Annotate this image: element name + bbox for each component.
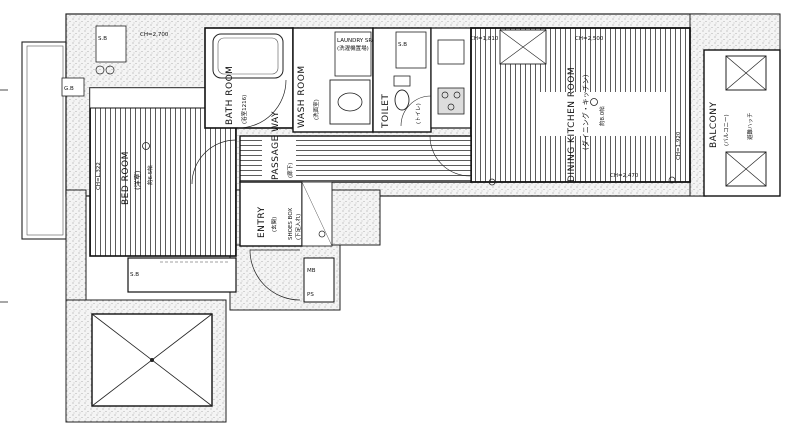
- balcony: BALCONY (バルコニー) 避難ハッチ: [703, 49, 781, 197]
- shoes-box-jp: (下足入れ): [295, 214, 302, 240]
- bed-room-jp: (洋室): [133, 170, 142, 190]
- bed-room-ceiling: CH=L.322: [96, 162, 102, 190]
- dk-area: 約8.0帖: [598, 106, 606, 126]
- ch-top1: CH=1,810: [470, 36, 499, 42]
- gb-label: G.B: [64, 86, 74, 92]
- kitchen-counter: [430, 27, 472, 129]
- toilet-jp: (トイレ): [416, 103, 422, 124]
- wash-room-jp: (洗面室): [312, 99, 320, 120]
- toilet-label: TOILET: [381, 94, 391, 129]
- bath-room-label: BATH ROOM: [225, 66, 235, 125]
- mb-label: MB: [307, 268, 316, 274]
- dk-jp: (ダイニング・キッチン): [581, 74, 590, 150]
- kitchen-sink-icon: [437, 39, 465, 65]
- passage-way: PASSAGE WAY (廊下): [239, 111, 472, 183]
- dk-ceiling: CH=1,920: [676, 131, 682, 160]
- toilet-icon: [394, 89, 410, 111]
- entry-label: ENTRY: [257, 206, 267, 238]
- hatch-label: 避難ハッチ: [746, 112, 754, 140]
- bed-room-label: BED ROOM: [121, 151, 131, 205]
- laundry-jp: (洗濯機置場): [337, 44, 369, 52]
- void-shaft: [91, 313, 213, 407]
- ps-label: PS: [307, 292, 314, 298]
- bed-room-area: 約6.5帖: [146, 165, 154, 185]
- dining-kitchen: DINING KITCHEN ROOM (ダイニング・キッチン) 約8.0帖 C…: [470, 27, 691, 183]
- sink-icon: [337, 92, 363, 112]
- dk-label: DINING KITCHEN ROOM: [567, 67, 577, 182]
- laundry-label: LAUNDRY SPACE: [337, 38, 383, 44]
- ch-top2: CH=2,500: [575, 36, 604, 42]
- balcony-jp: (バルコニー): [723, 114, 730, 146]
- ch-dk2: CH=2,470: [610, 173, 639, 179]
- balcony-label: BALCONY: [709, 102, 719, 148]
- entry: ENTRY (玄関) SHOES BOX (下足入れ) MB PS: [239, 181, 335, 303]
- closet-sb-label: S.B: [130, 272, 139, 278]
- passage-label: PASSAGE WAY: [271, 111, 281, 180]
- entry-jp: (玄関): [270, 217, 278, 232]
- wash-room: WASH ROOM (洗面室) LAUNDRY SPACE (洗濯機置場): [292, 27, 383, 133]
- wash-room-label: WASH ROOM: [297, 65, 307, 128]
- sb-label: S.B: [98, 36, 107, 42]
- ceiling-light-icon: [142, 142, 150, 150]
- exterior-frame-left: G.B: [0, 41, 85, 303]
- bath-room-jp: (浴室1216): [240, 95, 248, 124]
- passage-jp: (廊下): [286, 163, 294, 178]
- shoes-box-label: SHOES BOX: [288, 208, 294, 240]
- bath-room: BATH ROOM (浴室1216): [204, 27, 294, 129]
- ch-bed2: CH=2,700: [140, 32, 169, 38]
- sb2-label: S.B: [398, 42, 407, 48]
- fixture-symbols: S.B S.B CH=2,700: [95, 25, 676, 238]
- dk-light-icon: [590, 98, 598, 106]
